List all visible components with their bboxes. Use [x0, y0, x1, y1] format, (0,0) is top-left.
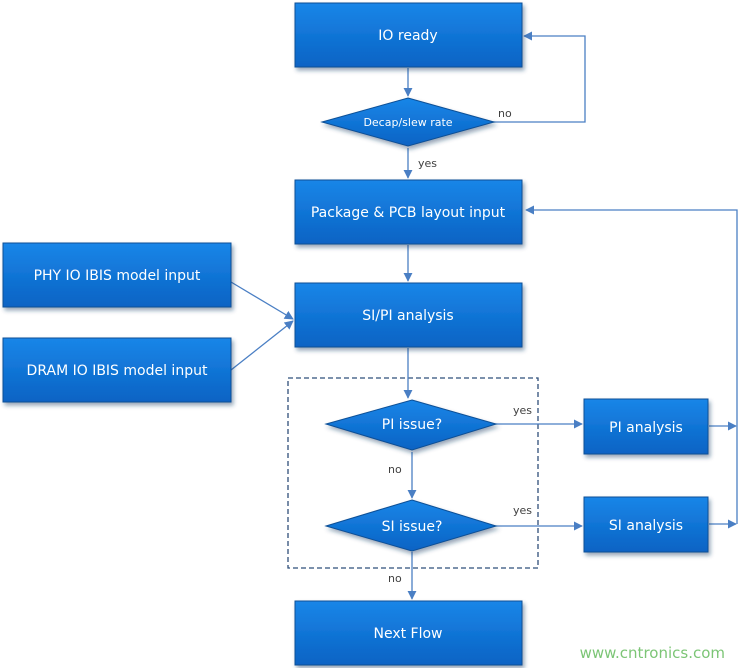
diamond-pi-issue	[324, 399, 498, 451]
box-phy-ibis	[2, 242, 232, 308]
label-pi-analysis: PI analysis	[609, 420, 683, 436]
label-decap-slew: Decap/slew rate	[363, 116, 452, 129]
edge-phy-sipi	[230, 281, 294, 320]
box-sipi-analysis	[294, 282, 523, 348]
label-next-flow: Next Flow	[373, 626, 442, 642]
label-phy-ibis: PHY IO IBIS model input	[34, 268, 201, 284]
box-dram-ibis	[2, 337, 232, 403]
box-io-ready	[294, 2, 523, 68]
label-package-pcb: Package & PCB layout input	[311, 205, 506, 221]
label-pi-issue: PI issue?	[382, 417, 442, 433]
label-io-ready: IO ready	[378, 28, 437, 44]
edge-label-decap-no: no	[498, 107, 512, 120]
edge-feedback-loop	[525, 205, 738, 524]
diamond-decap-slew	[320, 97, 496, 147]
box-next-flow	[294, 600, 523, 666]
edge-label-si-no: no	[388, 572, 402, 585]
edge-dram-sipi	[230, 320, 294, 371]
edge-label-si-yes: yes	[513, 504, 532, 517]
box-pi-analysis	[583, 398, 709, 455]
label-sipi-analysis: SI/PI analysis	[362, 308, 453, 324]
label-si-analysis: SI analysis	[609, 518, 683, 534]
diamond-si-issue	[324, 499, 498, 552]
label-dram-ibis: DRAM IO IBIS model input	[27, 363, 208, 379]
edge-label-pi-yes: yes	[513, 404, 532, 417]
edge-decap-no-loop	[493, 31, 586, 123]
box-package-pcb	[294, 179, 523, 245]
decision-group-border	[287, 377, 539, 569]
label-si-issue: SI issue?	[382, 519, 443, 535]
box-si-analysis	[583, 496, 709, 553]
edge-label-decap-yes: yes	[418, 157, 437, 170]
edge-label-pi-no: no	[388, 463, 402, 476]
watermark-text: www.cntronics.com	[580, 644, 725, 662]
